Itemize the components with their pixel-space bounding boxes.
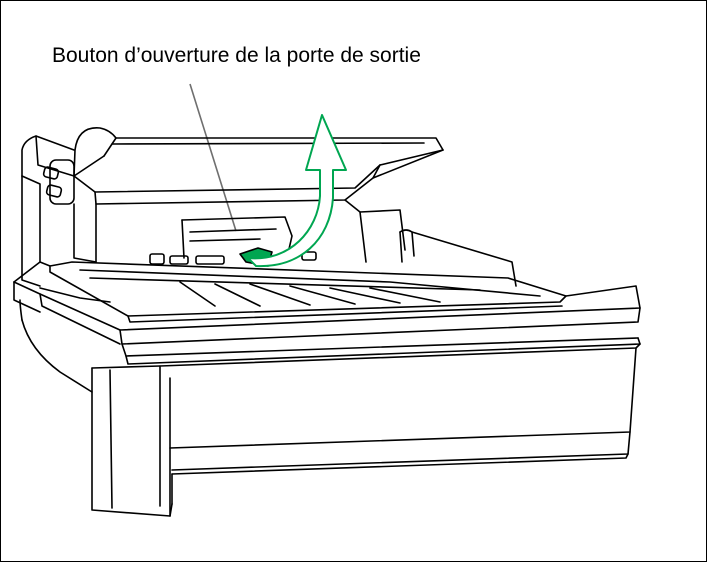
lower-cabinet [91, 343, 641, 517]
output-tray [49, 261, 567, 323]
roller-left [169, 255, 189, 265]
panel-button-bottom [45, 184, 63, 198]
main-deck [13, 261, 641, 393]
roller-right [301, 251, 317, 261]
roller-mid [195, 255, 225, 265]
panel-button-top [42, 166, 60, 180]
callout-label: Bouton d’ouverture de la porte de sortie [52, 44, 421, 67]
left-panel [21, 135, 75, 287]
feed-area [73, 199, 517, 287]
curved-up-arrow [247, 114, 347, 268]
raised-lid [73, 127, 444, 205]
leader-line [189, 83, 237, 232]
